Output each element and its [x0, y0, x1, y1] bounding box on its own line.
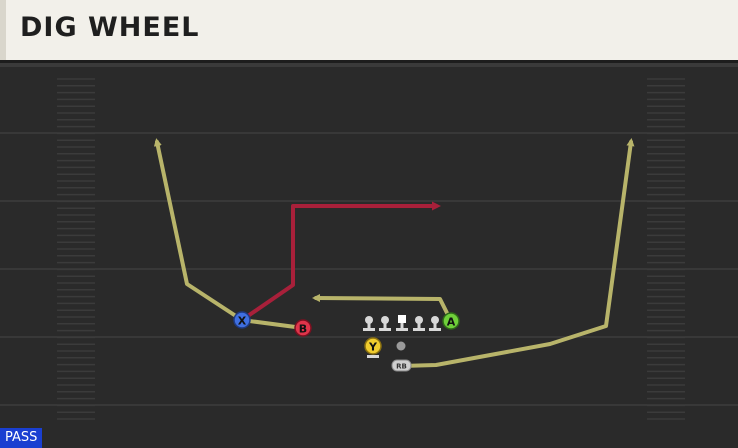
lineman-icon — [413, 316, 425, 331]
center-icon — [396, 315, 408, 331]
quarterback-dot-icon — [396, 341, 406, 351]
route-b-lower — [240, 318, 305, 330]
lineman-icon — [379, 316, 391, 331]
route-dig — [240, 201, 441, 322]
field-surface — [0, 60, 738, 448]
player-rb[interactable]: RB — [391, 359, 412, 372]
route-x — [153, 138, 244, 322]
offensive-line — [363, 315, 441, 331]
play-type-badge: PASS — [0, 428, 43, 448]
lineman-icon — [429, 316, 441, 331]
title-accent — [0, 0, 6, 60]
player-y[interactable]: Y — [364, 337, 382, 358]
player-x[interactable]: X — [233, 311, 251, 329]
lineman-icon — [363, 316, 375, 331]
player-rb-label: RB — [396, 363, 407, 371]
play-title: DIG WHEEL — [20, 12, 200, 43]
hash-marks — [57, 78, 685, 420]
stance-marker — [367, 355, 379, 358]
player-a[interactable]: A — [442, 312, 460, 330]
player-x-label: X — [238, 315, 247, 328]
routes — [153, 138, 635, 368]
route-rb-wheel — [399, 138, 635, 368]
player-b-label: B — [299, 323, 307, 336]
player-y-label: Y — [368, 341, 378, 354]
player-b[interactable]: B — [294, 319, 312, 337]
yard-lines — [0, 132, 738, 406]
title-bar: DIG WHEEL — [0, 0, 738, 63]
player-a-label: A — [447, 316, 456, 329]
